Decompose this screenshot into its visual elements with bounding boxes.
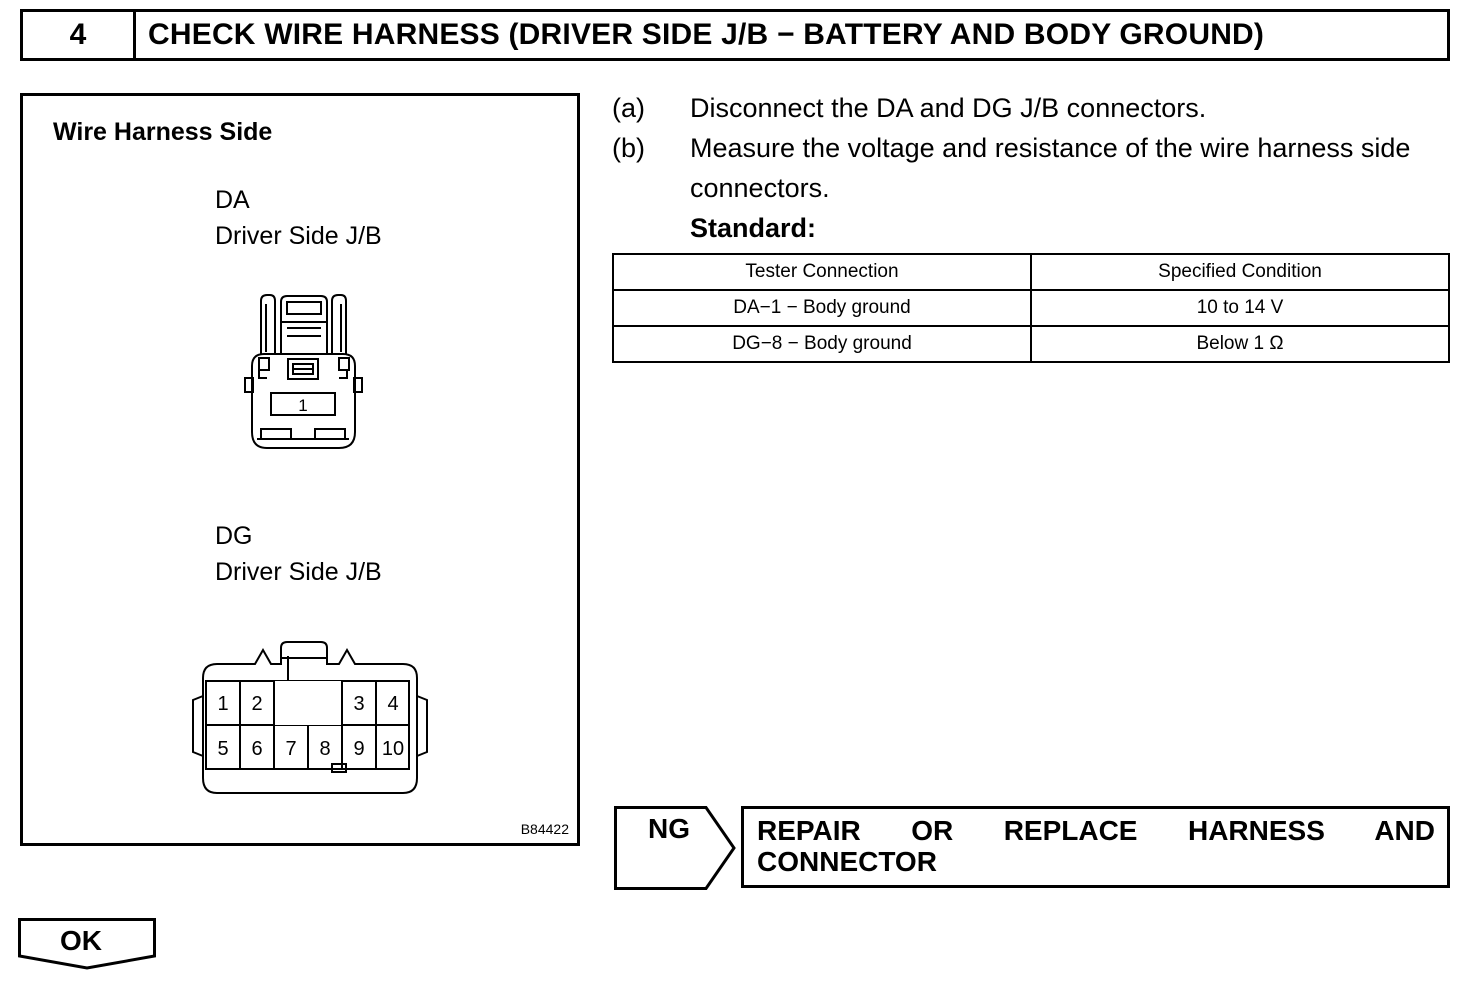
table-row: DA−1 − Body ground 10 to 14 V — [612, 289, 1450, 327]
step-b: (b) Measure the voltage and resistance o… — [612, 128, 1462, 208]
da-connector-code: DA — [215, 186, 250, 214]
da-pin-1: 1 — [298, 396, 307, 415]
da-connector-label: DA Driver Side J/B — [215, 182, 382, 254]
da-connector-icon — [244, 294, 363, 449]
dg-pin-5: 5 — [217, 738, 228, 760]
ng-result-line-1: REPAIR OR REPLACE HARNESS AND — [757, 815, 1435, 846]
da-connector-name: Driver Side J/B — [215, 222, 382, 250]
ng-result-box: REPAIR OR REPLACE HARNESS AND CONNECTOR — [741, 806, 1450, 888]
figure-title: Wire Harness Side — [53, 118, 273, 146]
ng-result-line-2: CONNECTOR — [757, 846, 937, 877]
ng-label: NG — [648, 813, 690, 844]
dg-pin-8: 8 — [319, 738, 330, 760]
table-cell: Below 1 Ω — [1030, 325, 1450, 363]
dg-pin-9: 9 — [353, 738, 364, 760]
ok-arrow-tag — [18, 918, 156, 970]
table-cell: DA−1 − Body ground — [612, 289, 1032, 327]
dg-pin-labels: 1 2 3 4 5 6 7 8 9 10 — [217, 693, 404, 760]
table-header-specified-condition: Specified Condition — [1030, 253, 1450, 291]
table-row: DG−8 − Body ground Below 1 Ω — [612, 325, 1450, 363]
figure-code: B84422 — [520, 821, 569, 837]
step-title: CHECK WIRE HARNESS (DRIVER SIDE J/B − BA… — [148, 18, 1265, 51]
dg-connector-code: DG — [215, 522, 253, 550]
step-text: Measure the voltage and resistance of th… — [690, 133, 1411, 203]
wire-harness-figure: Wire Harness Side DA Driver Side J/B DG … — [20, 93, 580, 846]
dg-pin-3: 3 — [353, 693, 364, 715]
ng-arrow-tag — [614, 806, 736, 890]
dg-pin-2: 2 — [251, 693, 262, 715]
dg-connector-label: DG Driver Side J/B — [215, 518, 382, 590]
procedure-steps: (a) Disconnect the DA and DG J/B connect… — [612, 88, 1462, 248]
dg-pin-7: 7 — [285, 738, 296, 760]
step-a: (a) Disconnect the DA and DG J/B connect… — [612, 88, 1462, 128]
table-header-tester-connection: Tester Connection — [612, 253, 1032, 291]
step-number: 4 — [23, 12, 136, 58]
ok-label: OK — [60, 925, 102, 956]
table-header-row: Tester Connection Specified Condition — [612, 253, 1450, 291]
step-letter: (a) — [612, 93, 645, 123]
dg-pin-10: 10 — [382, 738, 404, 760]
step-letter: (b) — [612, 133, 645, 163]
dg-connector-icon — [192, 641, 428, 794]
standard-label: Standard: — [690, 213, 817, 243]
connector-drawings: 1 — [192, 294, 428, 794]
table-cell: 10 to 14 V — [1030, 289, 1450, 327]
step-header: 4 CHECK WIRE HARNESS (DRIVER SIDE J/B − … — [20, 9, 1450, 61]
dg-pin-4: 4 — [387, 693, 398, 715]
table-cell: DG−8 − Body ground — [612, 325, 1032, 363]
dg-pin-1: 1 — [217, 693, 228, 715]
step-text: Disconnect the DA and DG J/B connectors. — [690, 93, 1207, 123]
dg-pin-6: 6 — [251, 738, 262, 760]
dg-connector-name: Driver Side J/B — [215, 558, 382, 586]
specification-table: Tester Connection Specified Condition DA… — [612, 253, 1450, 363]
